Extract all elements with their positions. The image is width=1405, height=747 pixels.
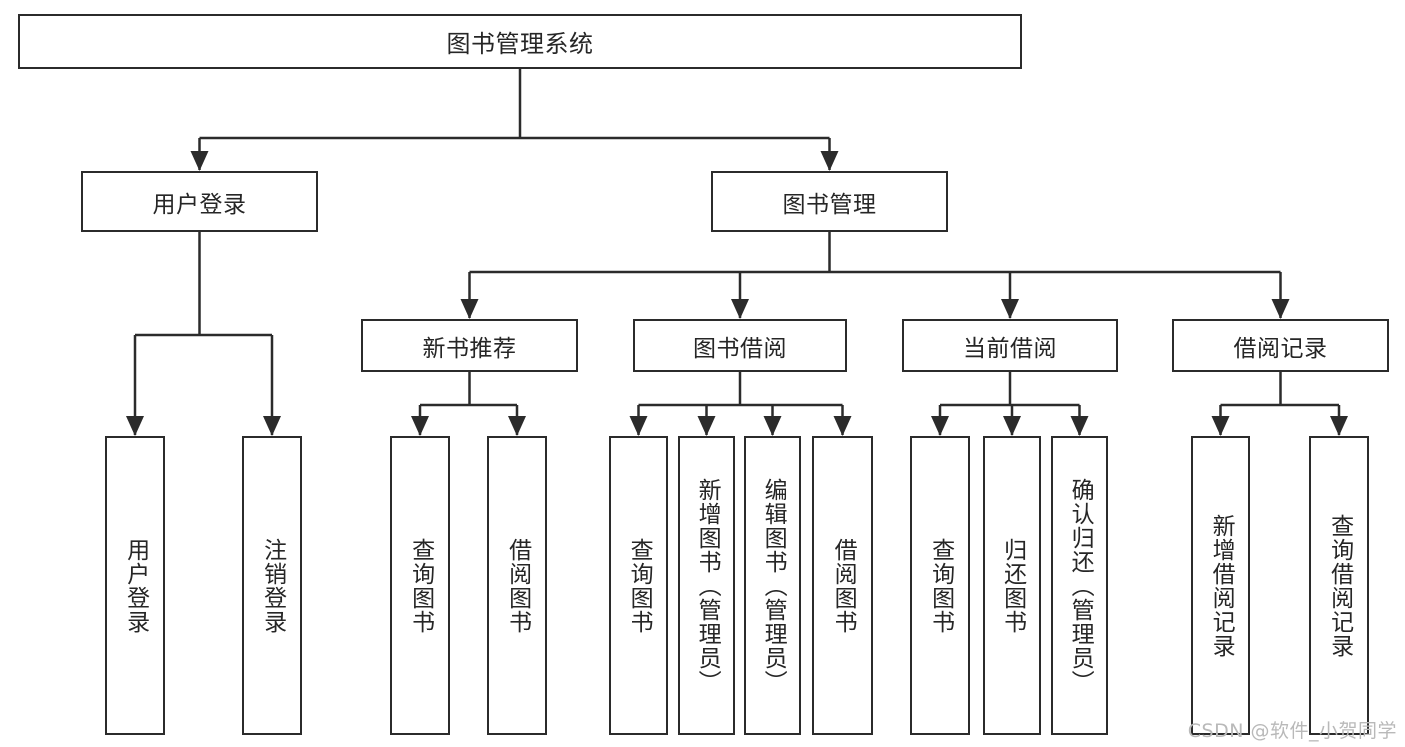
edge-book-management-to-level3-arrow-1 (731, 299, 749, 319)
edge-current-borrow-to-leaves-arrow-0 (931, 416, 949, 436)
node-current-borrow[interactable]: 当前借阅 (902, 319, 1118, 372)
leaf-query-book-current[interactable]: 查询图书 (910, 436, 970, 735)
edge-user-login-to-leaves-arrow-0 (126, 416, 144, 436)
leaf-add-borrow-record[interactable]: 新增借阅记录 (1191, 436, 1250, 735)
edge-user-login-to-leaves-arrow-1 (263, 416, 281, 436)
node-root-label: 图书管理系统 (446, 30, 594, 58)
leaf-add-book-admin-label: 新增图书（管理员） (694, 477, 721, 694)
edge-borrow-record-to-leaves-arrow-1 (1330, 416, 1348, 436)
leaf-logout[interactable]: 注销登录 (242, 436, 302, 735)
edge-new-book-to-leaves-arrow-1 (508, 416, 526, 436)
leaf-confirm-return-admin-label: 确认归还（管理员） (1067, 477, 1094, 694)
edge-book-management-to-level3-arrow-0 (460, 299, 479, 319)
node-current-borrow-label: 当前借阅 (963, 335, 1057, 362)
node-user-login[interactable]: 用户登录 (81, 171, 318, 232)
node-book-borrow[interactable]: 图书借阅 (633, 319, 847, 372)
leaf-query-book-borrow-label: 查询图书 (626, 537, 653, 634)
edge-root-to-level2-arrow-0 (190, 151, 209, 171)
leaf-add-borrow-record-label: 新增借阅记录 (1208, 513, 1235, 658)
leaf-return-book-label: 归还图书 (999, 537, 1026, 634)
leaf-edit-book-admin-label: 编辑图书（管理员） (760, 477, 787, 694)
edge-root-to-level2-arrow-1 (820, 151, 839, 171)
leaf-borrow-book-new[interactable]: 借阅图书 (487, 436, 547, 735)
leaf-borrow-book-label: 借阅图书 (830, 537, 857, 634)
node-new-book-recommend[interactable]: 新书推荐 (361, 319, 578, 372)
edge-book-management-to-level3-arrow-2 (1001, 299, 1019, 319)
node-book-management-label: 图书管理 (782, 191, 877, 218)
leaf-query-book-new-label: 查询图书 (407, 537, 434, 634)
leaf-edit-book-admin[interactable]: 编辑图书（管理员） (744, 436, 801, 735)
node-borrow-record-label: 借阅记录 (1233, 335, 1328, 362)
leaf-add-book-admin[interactable]: 新增图书（管理员） (678, 436, 735, 735)
leaf-confirm-return-admin[interactable]: 确认归还（管理员） (1051, 436, 1108, 735)
node-book-management[interactable]: 图书管理 (711, 171, 948, 232)
edge-book-borrow-to-leaves-arrow-1 (697, 416, 716, 436)
leaf-query-borrow-record-label: 查询借阅记录 (1326, 513, 1353, 658)
edge-borrow-record-to-leaves-arrow-0 (1211, 416, 1230, 436)
leaf-logout-label: 注销登录 (259, 537, 286, 634)
leaf-query-borrow-record[interactable]: 查询借阅记录 (1309, 436, 1369, 735)
edge-current-borrow-to-leaves-arrow-1 (1003, 416, 1021, 436)
node-root[interactable]: 图书管理系统 (18, 14, 1022, 69)
leaf-user-login-label: 用户登录 (122, 537, 149, 634)
node-borrow-record[interactable]: 借阅记录 (1172, 319, 1389, 372)
edge-book-borrow-to-leaves-arrow-0 (629, 416, 648, 436)
leaf-query-book-current-label: 查询图书 (927, 537, 954, 634)
node-book-borrow-label: 图书借阅 (693, 335, 787, 362)
leaf-return-book[interactable]: 归还图书 (983, 436, 1041, 735)
leaf-borrow-book-new-label: 借阅图书 (504, 537, 531, 634)
edge-book-management-to-level3-arrow-3 (1271, 299, 1290, 319)
edge-book-borrow-to-leaves-arrow-3 (833, 416, 852, 436)
leaf-query-book-new[interactable]: 查询图书 (390, 436, 450, 735)
leaf-query-book-borrow[interactable]: 查询图书 (609, 436, 668, 735)
leaf-borrow-book[interactable]: 借阅图书 (812, 436, 873, 735)
edge-new-book-to-leaves-arrow-0 (411, 416, 429, 436)
node-user-login-label: 用户登录 (152, 191, 247, 218)
edge-current-borrow-to-leaves-arrow-2 (1070, 416, 1089, 436)
leaf-user-login[interactable]: 用户登录 (105, 436, 165, 735)
node-new-book-recommend-label: 新书推荐 (422, 335, 517, 362)
edge-book-borrow-to-leaves-arrow-2 (763, 416, 782, 436)
